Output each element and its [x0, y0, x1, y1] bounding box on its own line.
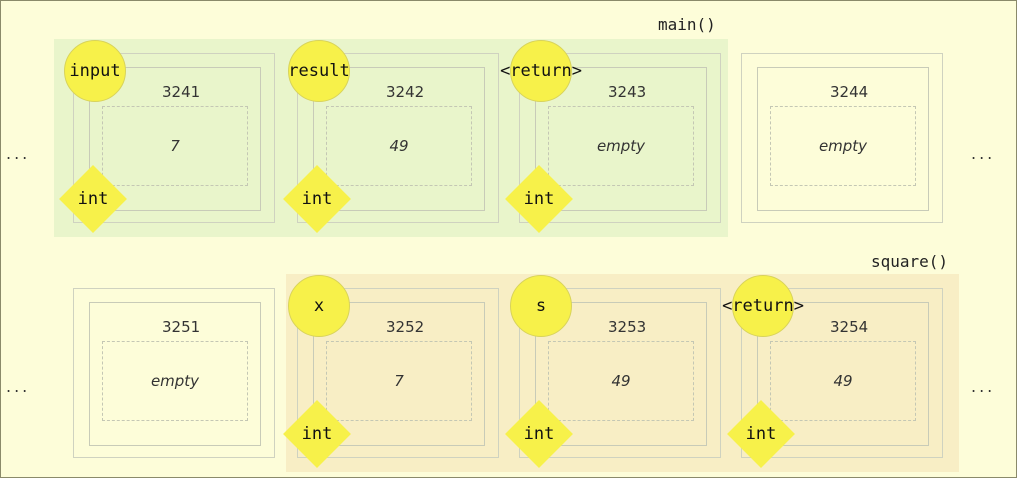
cell-inner-box: 3241 7: [89, 67, 261, 211]
cell-address: 3253: [608, 318, 647, 336]
type-label: int: [301, 424, 333, 444]
memory-cell: 3241 7 input int: [59, 40, 275, 233]
cell-address: 3242: [386, 83, 425, 101]
cell-value: 7: [394, 372, 404, 390]
cell-value-box: 7: [326, 341, 472, 421]
cell-inner-box: 3244 empty: [757, 67, 929, 211]
ellipsis-left-row1: ...: [6, 144, 31, 163]
type-label: int: [523, 189, 555, 209]
memory-cell: 3254 49 <return> int: [722, 275, 943, 468]
cell-value-box: 49: [770, 341, 916, 421]
variable-name-badge: input: [64, 40, 126, 102]
memory-cell: 3253 49 s int: [505, 275, 721, 468]
ellipsis-left-row2: ...: [6, 377, 31, 396]
cell-address: 3244: [830, 83, 869, 101]
cell-address: 3241: [162, 83, 201, 101]
variable-name-badge: x: [288, 275, 350, 337]
cell-inner-box: 3252 7: [313, 302, 485, 446]
cell-address: 3243: [608, 83, 647, 101]
cell-inner-box: 3251 empty: [89, 302, 261, 446]
main-stack-frame: [54, 39, 728, 237]
variable-name-badge: <return>: [722, 275, 804, 337]
type-label: int: [77, 189, 109, 209]
cell-value-box: empty: [102, 341, 248, 421]
type-label: int: [301, 189, 333, 209]
cell-inner-box: 3253 49: [535, 302, 707, 446]
variable-name-badge: s: [510, 275, 572, 337]
cell-value-box: 7: [102, 106, 248, 186]
memory-cell: 3242 49 result int: [283, 40, 499, 233]
type-badge: int: [58, 164, 128, 234]
memory-cell: 3243 empty <return> int: [500, 40, 721, 233]
variable-name-badge: <return>: [500, 40, 582, 102]
cell-value-box: empty: [770, 106, 916, 186]
type-badge: int: [504, 164, 574, 234]
cell-value-box: 49: [326, 106, 472, 186]
cell-value: empty: [596, 137, 646, 155]
cell-inner-box: 3254 49: [757, 302, 929, 446]
cell-address: 3251: [162, 318, 201, 336]
cell-value-box: 49: [548, 341, 694, 421]
type-badge: int: [282, 164, 352, 234]
variable-name-badge: result: [288, 40, 350, 102]
square-stack-frame: [286, 274, 959, 472]
cell-inner-box: 3243 empty: [535, 67, 707, 211]
cell-value: empty: [818, 137, 868, 155]
type-badge: int: [504, 399, 574, 469]
cell-address: 3254: [830, 318, 869, 336]
cell-value: 7: [170, 137, 180, 155]
memory-cell: 3252 7 x int: [283, 275, 499, 468]
cell-address: 3252: [386, 318, 425, 336]
memory-cell: 3251 empty: [73, 288, 275, 458]
type-label: int: [523, 424, 555, 444]
memory-cell: 3244 empty: [741, 53, 943, 223]
type-badge: int: [726, 399, 796, 469]
main-frame-label: main(): [658, 15, 716, 34]
ellipsis-right-row1: ...: [971, 144, 996, 163]
cell-inner-box: 3242 49: [313, 67, 485, 211]
ellipsis-right-row2: ...: [971, 377, 996, 396]
square-frame-label: square(): [871, 252, 949, 271]
type-badge: int: [282, 399, 352, 469]
cell-value-box: empty: [548, 106, 694, 186]
type-label: int: [745, 424, 777, 444]
cell-value: 49: [833, 372, 853, 390]
cell-value: 49: [389, 137, 409, 155]
cell-value: empty: [150, 372, 200, 390]
cell-value: 49: [611, 372, 631, 390]
